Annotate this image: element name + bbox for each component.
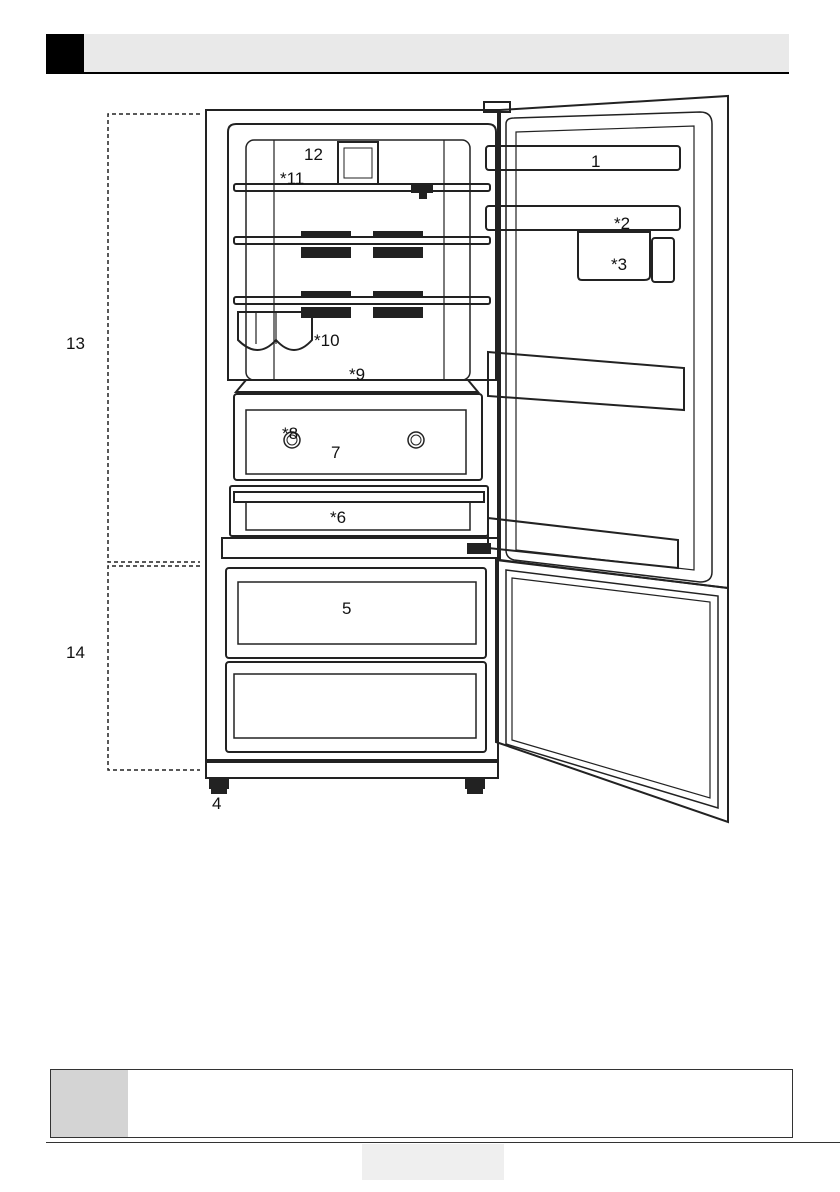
fridge-zone-bracket <box>108 114 200 562</box>
callout-6: *6 <box>330 508 346 527</box>
callout-1: 1 <box>591 152 600 171</box>
note-icon-panel <box>51 1070 128 1137</box>
footer-rule <box>46 1142 840 1143</box>
callout-8: *8 <box>282 424 298 443</box>
callout-3: *3 <box>611 255 627 274</box>
callout-4: 4 <box>212 794 221 813</box>
freezer-zone-bracket <box>108 566 200 770</box>
callout-5: 5 <box>342 599 351 618</box>
cabinet-outline <box>206 110 498 762</box>
page-number-tab <box>362 1144 504 1180</box>
callout-13: 13 <box>66 334 85 353</box>
callout-10: *10 <box>314 331 340 350</box>
callout-12: 12 <box>304 145 323 164</box>
note-box <box>50 1069 793 1138</box>
callout-2: *2 <box>614 214 630 233</box>
callout-7: 7 <box>331 443 340 462</box>
callout-14: 14 <box>66 643 85 662</box>
callout-9: *9 <box>349 365 365 384</box>
callout-11: *11 <box>280 169 304 188</box>
